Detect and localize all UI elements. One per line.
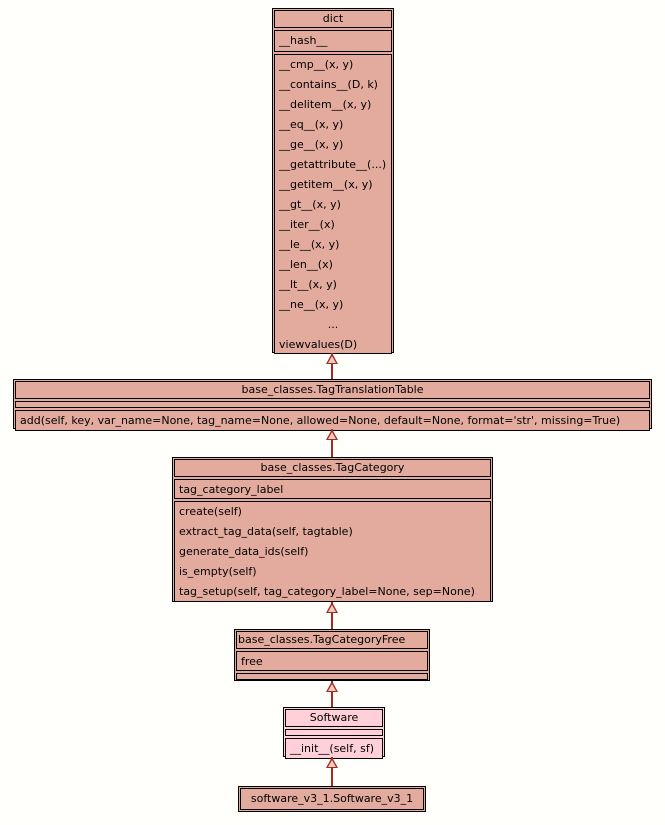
method-row: __ge__(x, y)	[279, 138, 344, 151]
method-row-ellipsis: ...	[327, 318, 339, 331]
inheritance-arrow-head	[326, 353, 338, 364]
class-name-software: Software	[309, 711, 359, 724]
class-title-compartment: Software	[285, 709, 383, 727]
method-row: __init__(self, sf)	[290, 742, 375, 755]
method-row: __len__(x)	[279, 258, 333, 271]
class-box-software-v3-1[interactable]: software_v3_1.Software_v3_1	[238, 786, 426, 812]
method-row: tag_setup(self, tag_category_label=None,…	[179, 585, 475, 598]
method-row: add(self, key, var_name=None, tag_name=N…	[20, 414, 621, 427]
class-box-tagtranslationtable[interactable]: base_classes.TagTranslationTable add(sel…	[13, 379, 652, 431]
method-row: extract_tag_data(self, tagtable)	[179, 525, 353, 538]
attribute-row: tag_category_label	[179, 483, 284, 496]
inheritance-arrow-head	[326, 681, 338, 692]
inheritance-arrow-head	[326, 602, 338, 613]
method-row: __ne__(x, y)	[279, 298, 344, 311]
method-row: is_empty(self)	[179, 565, 257, 578]
class-name-tagtranslationtable: base_classes.TagTranslationTable	[241, 383, 424, 396]
method-row: create(self)	[179, 505, 242, 518]
method-row: __lt__(x, y)	[279, 278, 337, 291]
inheritance-edge-line	[331, 757, 333, 786]
inheritance-edge-line	[331, 681, 333, 707]
inheritance-arrow-head	[326, 757, 338, 768]
inheritance-edge-line	[331, 602, 333, 629]
method-row: __iter__(x)	[279, 218, 335, 231]
method-row: __getitem__(x, y)	[279, 178, 373, 191]
class-methods-compartment: __init__(self, sf)	[285, 738, 383, 759]
class-title-compartment: base_classes.TagCategoryFree	[236, 631, 428, 649]
class-methods-compartment: __cmp__(x, y) __contains__(D, k) __delit…	[274, 54, 392, 354]
method-row: viewvalues(D)	[279, 338, 358, 351]
class-methods-compartment: add(self, key, var_name=None, tag_name=N…	[15, 410, 650, 431]
inheritance-edge-line	[331, 429, 333, 457]
class-methods-compartment	[236, 673, 428, 680]
method-row: __eq__(x, y)	[279, 118, 344, 131]
class-box-tagcategoryfree[interactable]: base_classes.TagCategoryFree free	[234, 629, 430, 681]
method-row: generate_data_ids(self)	[179, 545, 309, 558]
method-row: __getattribute__(...)	[279, 158, 387, 171]
inheritance-edge-line	[331, 353, 333, 379]
class-name-tagcategory: base_classes.TagCategory	[260, 461, 405, 474]
class-title-compartment: dict	[274, 10, 392, 28]
class-methods-compartment: create(self) extract_tag_data(self, tagt…	[174, 501, 491, 602]
class-name-dict: dict	[322, 12, 344, 25]
class-attributes-compartment: __hash__	[274, 30, 392, 52]
attribute-row: free	[241, 655, 263, 668]
inheritance-arrow-head	[326, 429, 338, 440]
class-box-tagcategory[interactable]: base_classes.TagCategory tag_category_la…	[172, 457, 493, 602]
class-title-compartment: base_classes.TagCategory	[174, 459, 491, 477]
method-row: __contains__(D, k)	[279, 78, 378, 91]
class-box-dict[interactable]: dict __hash__ __cmp__(x, y) __contains__…	[272, 8, 394, 354]
method-row: __gt__(x, y)	[279, 198, 341, 211]
method-row: __delitem__(x, y)	[279, 98, 372, 111]
method-row: __le__(x, y)	[279, 238, 340, 251]
class-box-software[interactable]: Software __init__(self, sf)	[283, 707, 385, 759]
class-attributes-compartment	[285, 729, 383, 736]
class-attributes-compartment	[15, 401, 650, 408]
attribute-row: __hash__	[279, 34, 328, 47]
class-title-compartment: software_v3_1.Software_v3_1	[240, 788, 424, 810]
class-attributes-compartment: free	[236, 651, 428, 671]
class-attributes-compartment: tag_category_label	[174, 479, 491, 499]
method-row: __cmp__(x, y)	[279, 58, 354, 71]
class-name-tagcategoryfree: base_classes.TagCategoryFree	[238, 633, 406, 646]
class-title-compartment: base_classes.TagTranslationTable	[15, 381, 650, 399]
class-name-software-v3-1: software_v3_1.Software_v3_1	[250, 792, 414, 805]
